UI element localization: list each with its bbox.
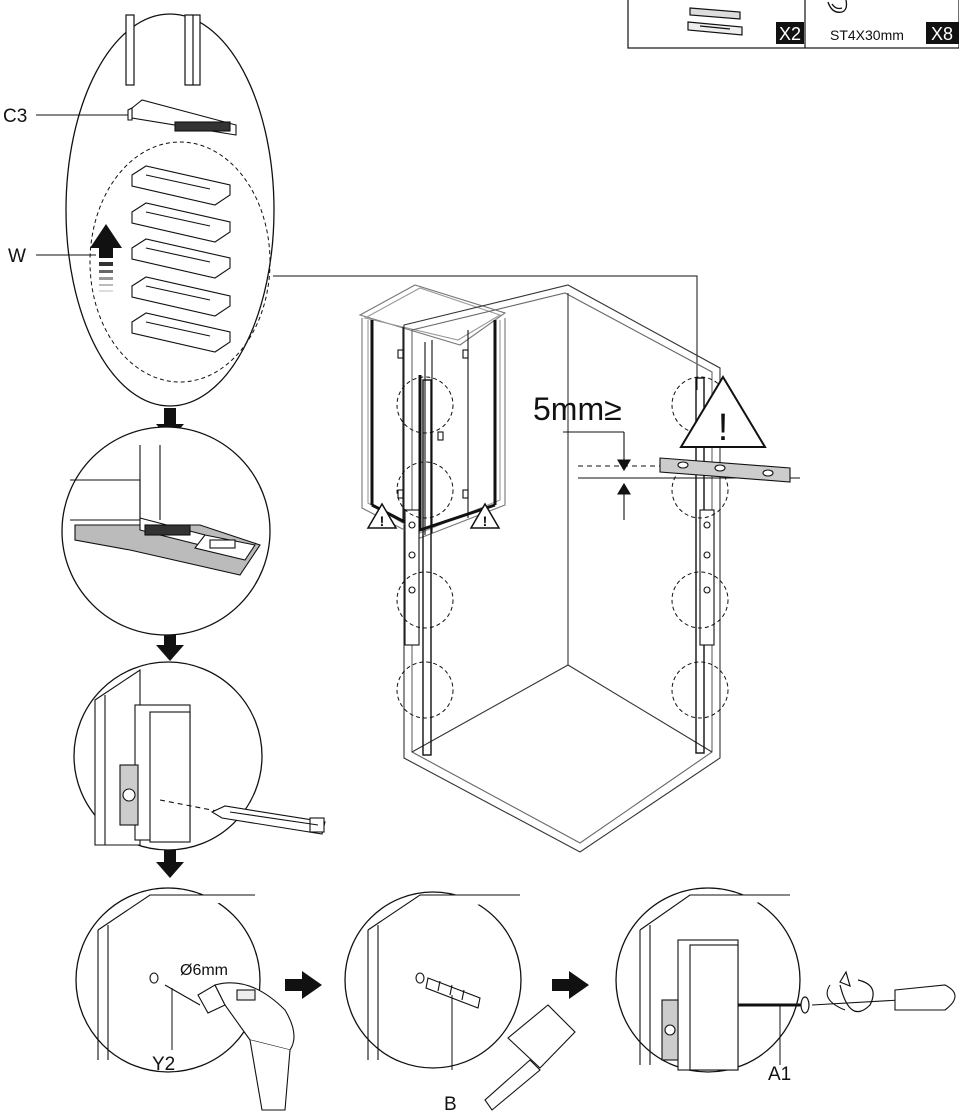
pencil-icon [210, 805, 326, 835]
gap-label: 5mm≥ [533, 391, 622, 427]
warning-icon-left: ! [366, 502, 398, 529]
parts-box: X2 ST4X30mm X8 [627, 0, 959, 49]
wedge-stack [131, 165, 231, 353]
label-a1: A1 [768, 1064, 791, 1085]
mark-hole-circle [73, 661, 326, 851]
shower-enclosure-drawing [358, 284, 721, 853]
qty-left: X2 [779, 24, 801, 44]
screwdriver-icon [811, 984, 956, 1011]
qty-badge-right [926, 22, 959, 44]
wall-plug-icon [425, 977, 481, 1009]
drill-icon [164, 982, 295, 1111]
arrow-down-icon-3 [156, 846, 184, 878]
hammer-icon [484, 1004, 576, 1111]
screw-spec: ST4X30mm [830, 27, 904, 43]
screw-icon [738, 996, 810, 1014]
arrow-down-icon-2 [156, 628, 184, 661]
drill-step-circle [75, 887, 295, 1111]
svg-text:!: ! [718, 407, 729, 449]
callout-connector [273, 275, 698, 390]
arrow-right-icon-2 [552, 971, 589, 999]
fixing-point-circles [396, 376, 729, 719]
svg-text:!: ! [380, 513, 385, 529]
qty-badge-left [776, 22, 804, 44]
svg-text:!: ! [483, 513, 488, 529]
qty-right: X8 [931, 24, 953, 44]
gap-dimension [563, 431, 631, 520]
arrow-right-icon-1 [285, 971, 322, 999]
wedge-stack-outline [89, 141, 271, 383]
drill-diameter: Ø6mm [180, 962, 228, 979]
wedge-installed-circle [61, 426, 271, 636]
stack-up-arrow-icon [90, 224, 122, 292]
spirit-level-icon [578, 457, 800, 483]
label-y2: Y2 [152, 1054, 175, 1075]
wedge-parts-icon [687, 7, 743, 36]
profile-top [125, 14, 201, 86]
label-b: B [444, 1094, 457, 1115]
label-w: W [8, 246, 26, 267]
rotation-arrow-icon [839, 970, 874, 1013]
plug-step-circle [344, 891, 576, 1111]
screw-head-icon [827, 0, 848, 13]
screw-step-circle [615, 887, 956, 1073]
warning-icon-right: ! [469, 502, 501, 529]
warning-icon-large: ! [679, 375, 767, 449]
wedge-c3 [127, 99, 237, 136]
label-c3: C3 [3, 106, 27, 127]
wedge-detail-oval [36, 13, 275, 407]
